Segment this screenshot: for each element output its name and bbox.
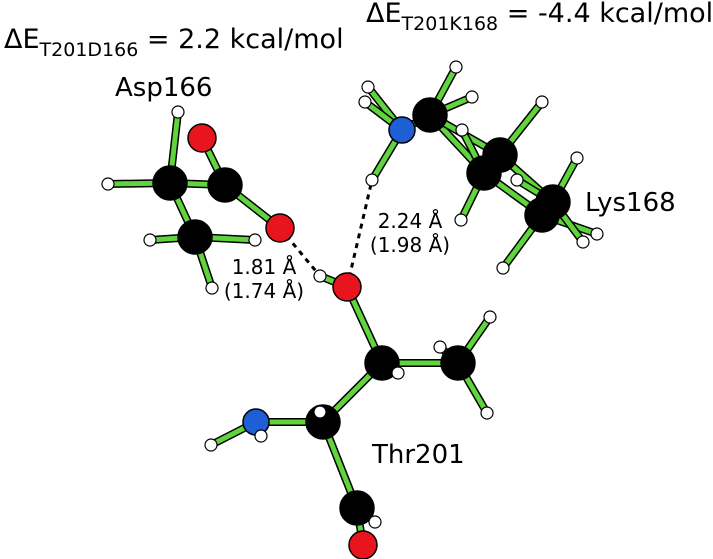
- hydrogen-atom-lHz1: [365, 173, 379, 187]
- hydrogen-atom-aH1: [171, 105, 185, 119]
- carbon-atom-lCe: [412, 97, 448, 133]
- hydrogen-atom-lHz3: [358, 95, 372, 109]
- hydrogen-atom-lHg2: [570, 151, 584, 165]
- residue-label-asp166: Asp166: [115, 73, 213, 103]
- carbon-atom-lCb: [535, 184, 571, 220]
- carbon-atom-tCg: [440, 345, 476, 381]
- hydrogen-atom-aH5: [248, 233, 262, 247]
- hydrogen-atom-aH2: [101, 177, 115, 191]
- carbon-atom-aCg: [207, 167, 243, 203]
- hydrogen-atom-tHg: [313, 269, 327, 283]
- hydrogen-atom-tHn2: [254, 429, 268, 443]
- distance-alt-asp: (1.74 Å): [223, 279, 305, 303]
- carbon-atom-tCb: [364, 345, 400, 381]
- oxygen-atom-tO: [348, 530, 378, 559]
- hydrogen-atom-tHc: [368, 515, 382, 529]
- hydrogen-atom-lHb2: [510, 173, 524, 187]
- oxygen-atom-aOd1: [187, 123, 217, 153]
- hydrogen-atom-tHa: [313, 405, 327, 419]
- hydrogen-atom-tHg2: [480, 406, 494, 420]
- distance-primary-lys: 2.24 Å: [377, 209, 443, 233]
- carbon-atom-lCd2: [482, 137, 518, 173]
- energy-delta-lys: ΔE: [366, 0, 402, 29]
- hydrogen-bond-tOg-lHz1: [345, 179, 374, 288]
- hydrogen-atom-lHg4: [576, 235, 590, 249]
- energy-delta-asp: ΔE: [4, 24, 40, 55]
- atoms-layer: [101, 60, 604, 559]
- nitrogen-atom-lNz: [388, 116, 416, 144]
- hydrogen-atom-lHd2: [535, 95, 549, 109]
- hydrogen-atom-tHb: [391, 366, 405, 380]
- hydrogen-atom-tHg3: [433, 340, 447, 354]
- residue-label-thr201: Thr201: [372, 440, 465, 470]
- hydrogen-atom-aH3: [143, 233, 157, 247]
- energy-value-lys: = -4.4 kcal/mol: [506, 0, 713, 29]
- bonds-layer: [104, 63, 601, 549]
- energy-label-lys168: ΔET201K168 = -4.4 kcal/mol: [366, 0, 713, 34]
- hydrogen-atom-tHg1: [483, 310, 497, 324]
- hydrogen-atom-lHg3: [590, 227, 604, 241]
- hydrogen-atom-tHn1: [204, 438, 218, 452]
- oxygen-atom-aOd2: [265, 213, 295, 243]
- hydrogen-atom-lHb1: [455, 123, 469, 137]
- energy-label-asp166: ΔET201D166 = 2.2 kcal/mol: [4, 24, 344, 60]
- energy-subscript-asp: T201D166: [39, 39, 139, 61]
- distance-label-lys: 2.24 Å (1.98 Å): [364, 209, 456, 257]
- carbon-atom-aCa: [177, 219, 213, 255]
- carbon-atom-aCb: [152, 165, 188, 201]
- distance-alt-lys: (1.98 Å): [369, 233, 451, 257]
- residue-label-lys168: Lys168: [585, 188, 676, 218]
- hydrogen-atom-aH4: [205, 281, 219, 295]
- energy-value-asp: = 2.2 kcal/mol: [146, 24, 344, 55]
- oxygen-atom-tOg: [332, 272, 362, 302]
- hydrogen-atom-lHe2: [465, 90, 479, 104]
- distance-primary-asp: 1.81 Å: [231, 255, 297, 279]
- carbon-atom-tC: [339, 490, 375, 526]
- hydrogen-atom-lHg1: [496, 261, 510, 275]
- energy-subscript-lys: T201K168: [401, 13, 499, 35]
- distance-label-asp: 1.81 Å (1.74 Å): [218, 255, 310, 303]
- hydrogen-atom-lHz2: [361, 80, 375, 94]
- hydrogen-atom-lHe1: [449, 60, 463, 74]
- hydrogen-atom-lHd1: [454, 213, 468, 227]
